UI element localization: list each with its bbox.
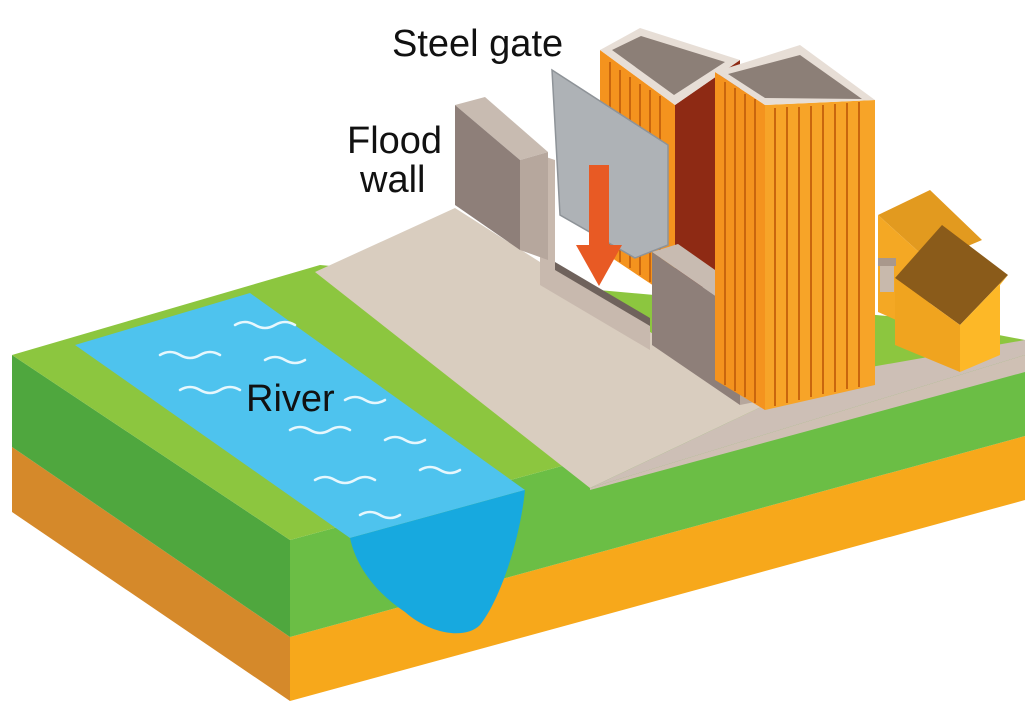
levee-front-face bbox=[590, 355, 1025, 490]
flood-wall-label-line1: Flood bbox=[347, 120, 442, 162]
water-ripples bbox=[158, 320, 462, 520]
steel-gate-frame bbox=[540, 155, 650, 350]
house-front bbox=[878, 225, 1008, 372]
grass-left-face bbox=[12, 355, 290, 637]
soil-front-face bbox=[290, 436, 1025, 701]
building-front bbox=[715, 45, 875, 410]
flood-wall-label-line2: wall bbox=[359, 159, 425, 201]
steel-gate-label: Steel gate bbox=[392, 23, 563, 65]
levee-top-right bbox=[590, 340, 1025, 488]
river-channel bbox=[350, 490, 525, 634]
soil-left-face bbox=[12, 447, 290, 701]
levee-slope bbox=[315, 208, 765, 488]
river-surface bbox=[75, 293, 525, 538]
gate-down-arrow bbox=[576, 165, 622, 286]
steel-gate-panel bbox=[551, 68, 669, 259]
chimney bbox=[880, 262, 894, 292]
river-label: River bbox=[246, 378, 335, 420]
gate-slot bbox=[555, 262, 650, 326]
flood-wall-left bbox=[455, 97, 548, 260]
